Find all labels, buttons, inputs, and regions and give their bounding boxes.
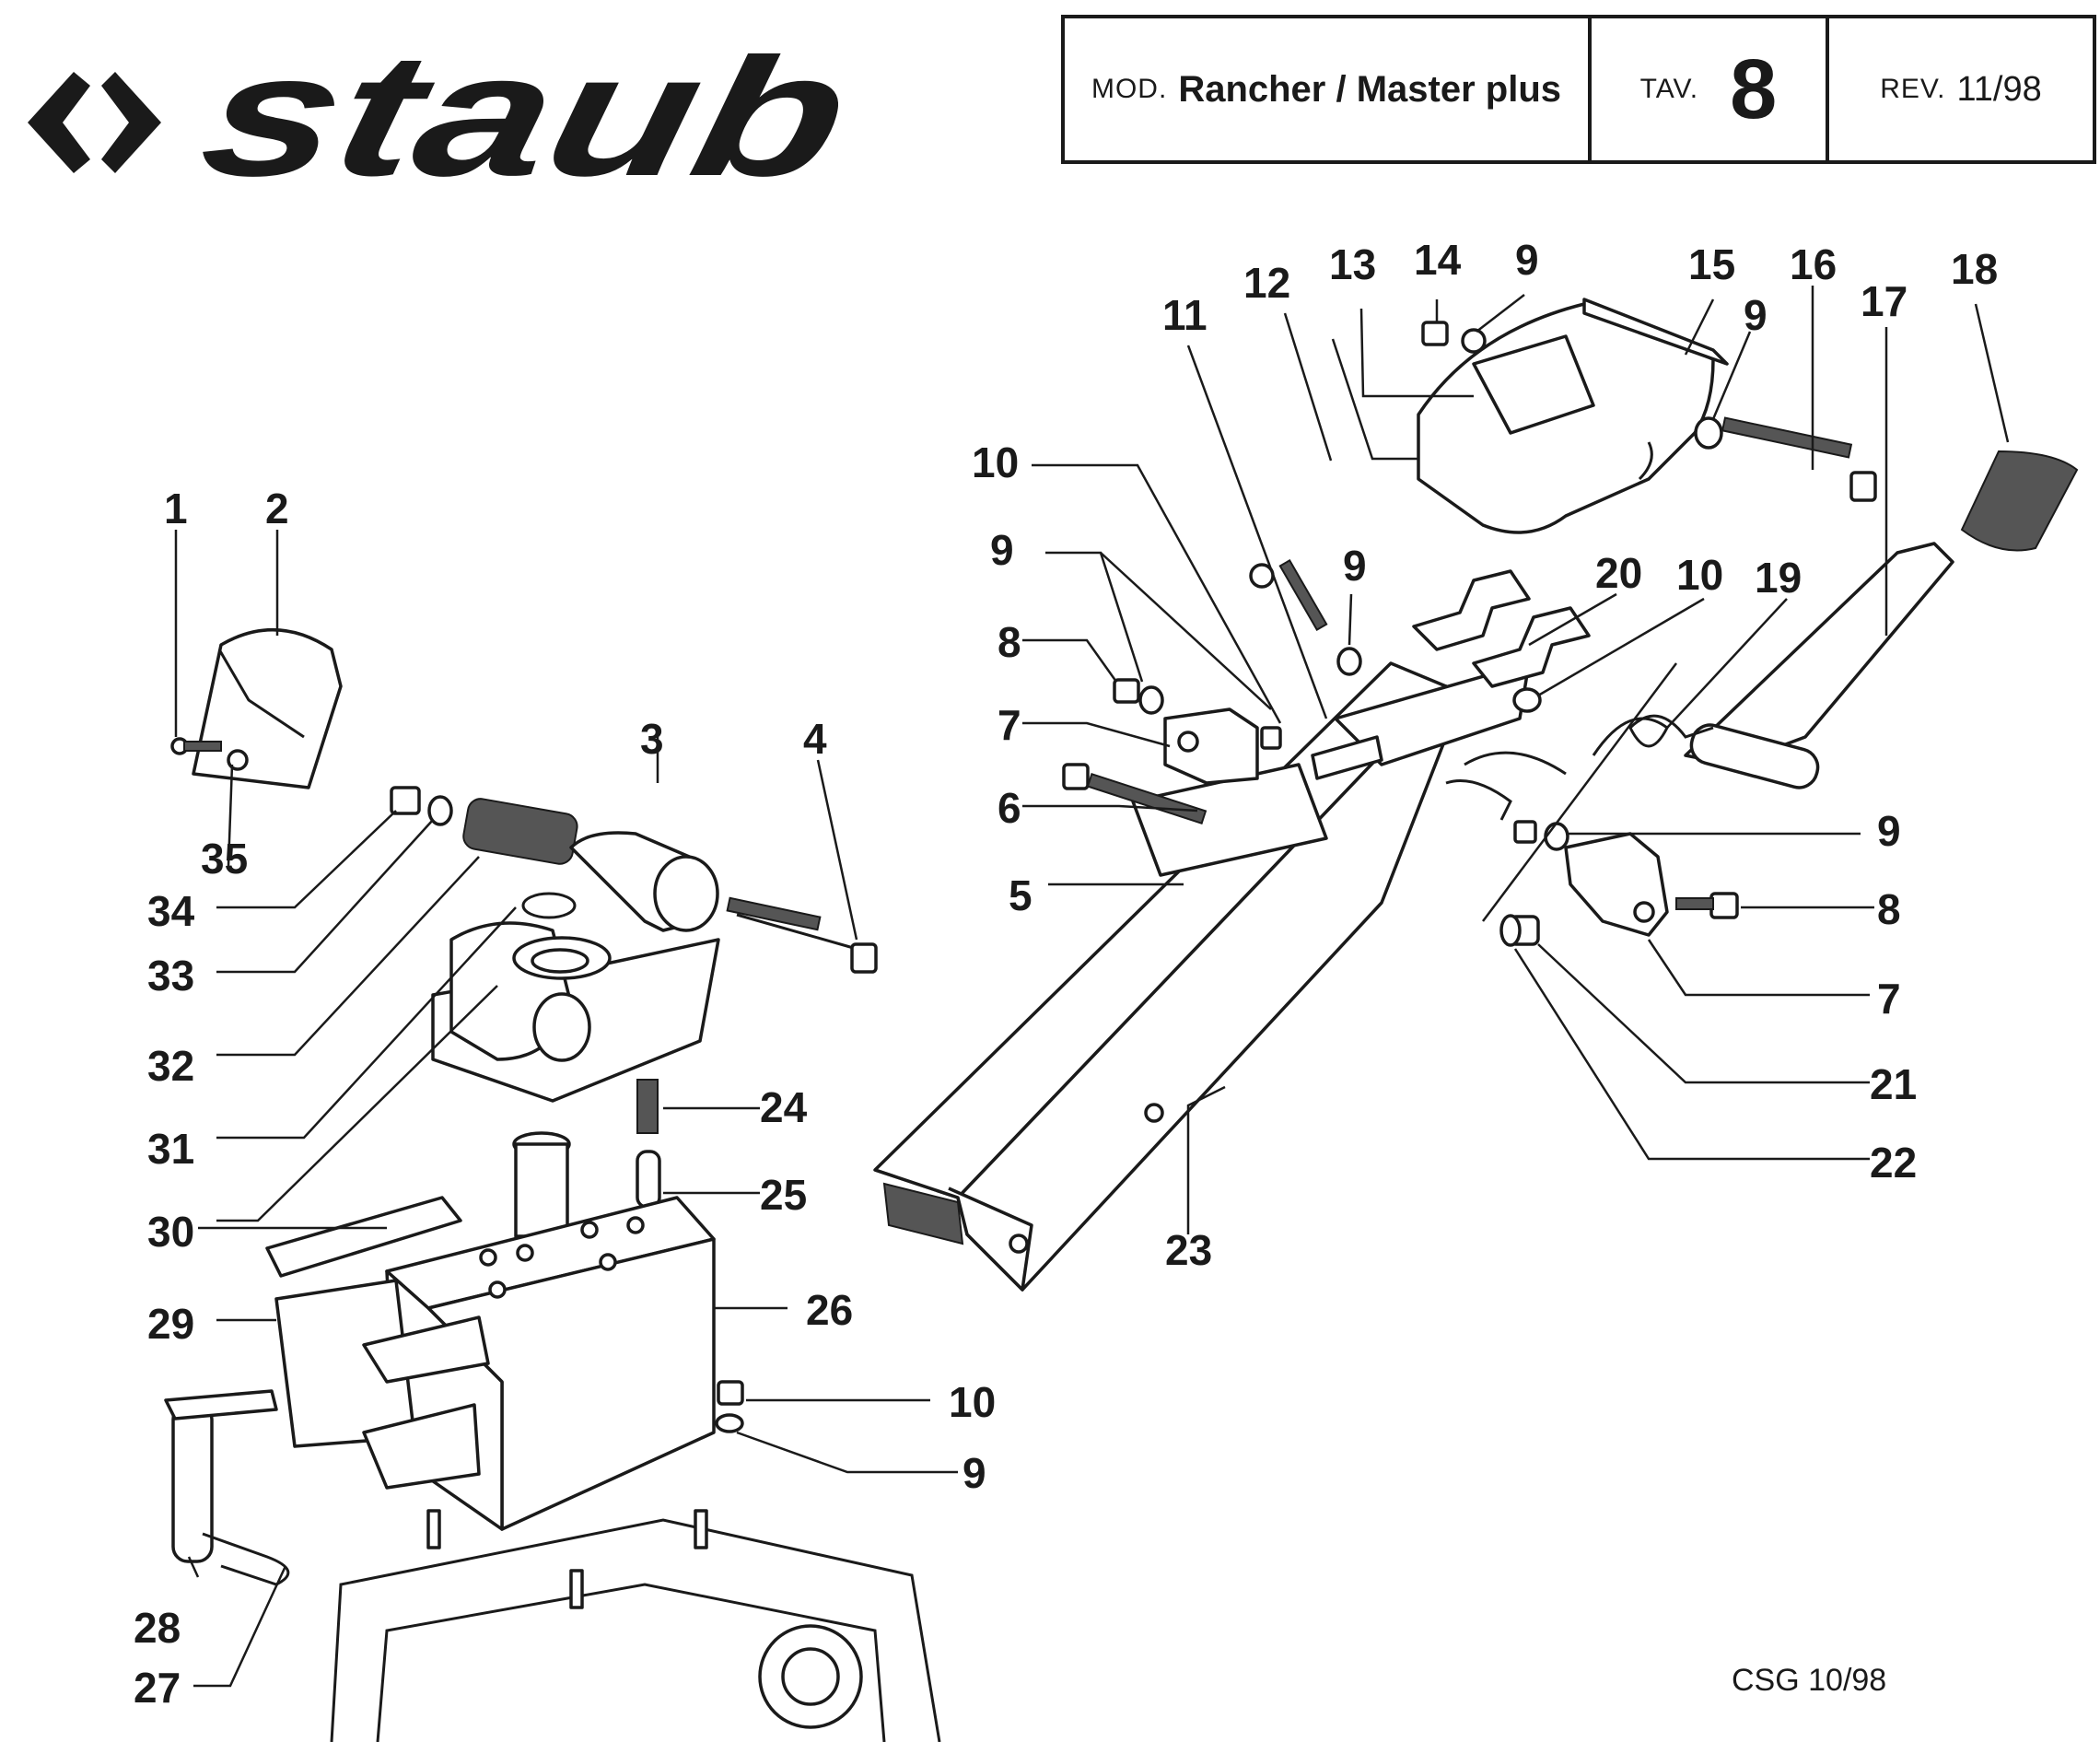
part-clevis-left — [1163, 707, 1259, 785]
callout-7-left: 7 — [998, 701, 1021, 749]
brand-logo: staub — [28, 53, 838, 192]
table-cell: TAV. 8 — [1588, 18, 1826, 160]
callout-6: 6 — [998, 784, 1021, 832]
revision-value: 11/98 — [1956, 69, 2042, 109]
title-block: MOD. Rancher / Master plus TAV. 8 REV. 1… — [1061, 15, 2096, 164]
callout-10-lower: 10 — [949, 1378, 996, 1426]
callout-22: 22 — [1870, 1139, 1917, 1187]
callout-4: 4 — [803, 715, 827, 763]
part-washer-9-left — [1138, 685, 1164, 715]
callout-9-lower: 9 — [962, 1449, 986, 1497]
callout-9-top: 9 — [1515, 236, 1539, 284]
callout-33: 33 — [147, 952, 194, 1000]
part-spring-24 — [636, 1079, 659, 1134]
callout-11: 11 — [1162, 291, 1208, 339]
part-spring-19 — [1592, 714, 1714, 756]
part-strip-15 — [1582, 298, 1729, 366]
callout-3: 3 — [640, 715, 664, 763]
part-circlip — [521, 892, 577, 919]
part-decal — [265, 1196, 462, 1278]
callout-2: 2 — [265, 485, 289, 532]
part-nut-10-right — [1513, 820, 1537, 844]
part-channel — [274, 1279, 490, 1490]
callout-16: 16 — [1790, 240, 1837, 288]
callout-25: 25 — [760, 1171, 807, 1219]
part-screw-8-left — [1113, 678, 1140, 704]
callout-32: 32 — [147, 1042, 194, 1090]
revision-cell: REV. 11/98 — [1826, 18, 2093, 160]
callout-12: 12 — [1243, 259, 1290, 307]
part-washer-33 — [427, 795, 453, 826]
part-main-beam — [873, 661, 1567, 1292]
callout-8-left: 8 — [998, 618, 1021, 666]
part-nut-14 — [1421, 321, 1449, 346]
table-number: 8 — [1730, 41, 1778, 136]
part-cover — [192, 628, 343, 789]
model-prefix: MOD. — [1091, 74, 1168, 104]
part-nut-10-left — [1260, 726, 1282, 750]
part-pivot-bracket — [431, 831, 720, 1103]
table-prefix: TAV. — [1639, 74, 1699, 104]
part-washer-9-lower — [715, 1413, 744, 1433]
callout-9-left: 9 — [990, 526, 1014, 574]
part-clevis-right — [1564, 832, 1669, 937]
callout-20: 20 — [1595, 549, 1642, 597]
callout-27: 27 — [134, 1664, 181, 1712]
svg-text:staub: staub — [187, 53, 838, 192]
part-washer-9-top — [1461, 328, 1487, 354]
callout-28: 28 — [134, 1604, 181, 1652]
part-bolt-16 — [1694, 416, 1877, 502]
leader-lines — [174, 286, 2010, 1688]
callout-21: 21 — [1870, 1060, 1917, 1108]
part-nut-34 — [390, 786, 421, 815]
callout-5: 5 — [1009, 871, 1032, 919]
part-washer-9-right — [1544, 822, 1569, 851]
model-name: Rancher / Master plus — [1178, 68, 1561, 110]
callouts: 1 2 3 4 5 6 7 7 8 8 9 9 9 9 9 9 9 10 10 … — [134, 236, 1998, 1712]
part-washer-9-mid — [1336, 647, 1362, 676]
callout-30: 30 — [147, 1208, 194, 1256]
part-nut-10-lower — [717, 1380, 744, 1406]
callout-31: 31 — [147, 1125, 194, 1173]
callout-15: 15 — [1688, 240, 1735, 288]
part-bushing-32 — [462, 798, 578, 865]
part-top-cover — [1417, 302, 1715, 534]
callout-13: 13 — [1329, 240, 1376, 288]
callout-29: 29 — [147, 1300, 194, 1348]
part-pin-25 — [636, 1150, 661, 1209]
part-screw-1 — [170, 737, 249, 771]
callout-26: 26 — [806, 1286, 853, 1334]
revision-prefix: REV. — [1880, 74, 1946, 104]
callout-8-right: 8 — [1877, 885, 1901, 933]
part-bolt-4 — [726, 896, 878, 974]
callout-7-right: 7 — [1877, 975, 1901, 1023]
callout-10-right: 10 — [1676, 551, 1723, 599]
part-knob — [1960, 450, 2079, 552]
part-washer-10-right — [1512, 687, 1542, 713]
callout-9-upper-right: 9 — [1744, 291, 1768, 339]
callout-9-right: 9 — [1877, 807, 1901, 855]
callout-1: 1 — [164, 485, 188, 532]
part-washer-22 — [1499, 914, 1522, 947]
part-lever — [1684, 542, 1954, 789]
part-bracket-20a — [1412, 569, 1531, 651]
callout-9-mid: 9 — [1343, 542, 1367, 590]
callout-24: 24 — [760, 1083, 808, 1131]
callout-19: 19 — [1755, 554, 1802, 602]
part-bolt-6 — [1062, 763, 1208, 825]
part-clip-27 — [202, 1532, 290, 1586]
part-gearbox-housing — [330, 1509, 941, 1742]
callout-34: 34 — [147, 887, 195, 935]
drawing-code: CSG 10/98 — [1732, 1663, 1887, 1698]
model-cell: MOD. Rancher / Master plus — [1065, 18, 1588, 160]
callout-18: 18 — [1951, 245, 1998, 293]
part-screw-8-right — [1709, 892, 1739, 919]
callout-17: 17 — [1861, 277, 1908, 325]
callout-10-left: 10 — [972, 438, 1019, 486]
callout-35: 35 — [201, 835, 248, 883]
callout-14: 14 — [1414, 236, 1462, 284]
callout-23: 23 — [1165, 1226, 1212, 1274]
part-pin-28 — [164, 1389, 278, 1563]
